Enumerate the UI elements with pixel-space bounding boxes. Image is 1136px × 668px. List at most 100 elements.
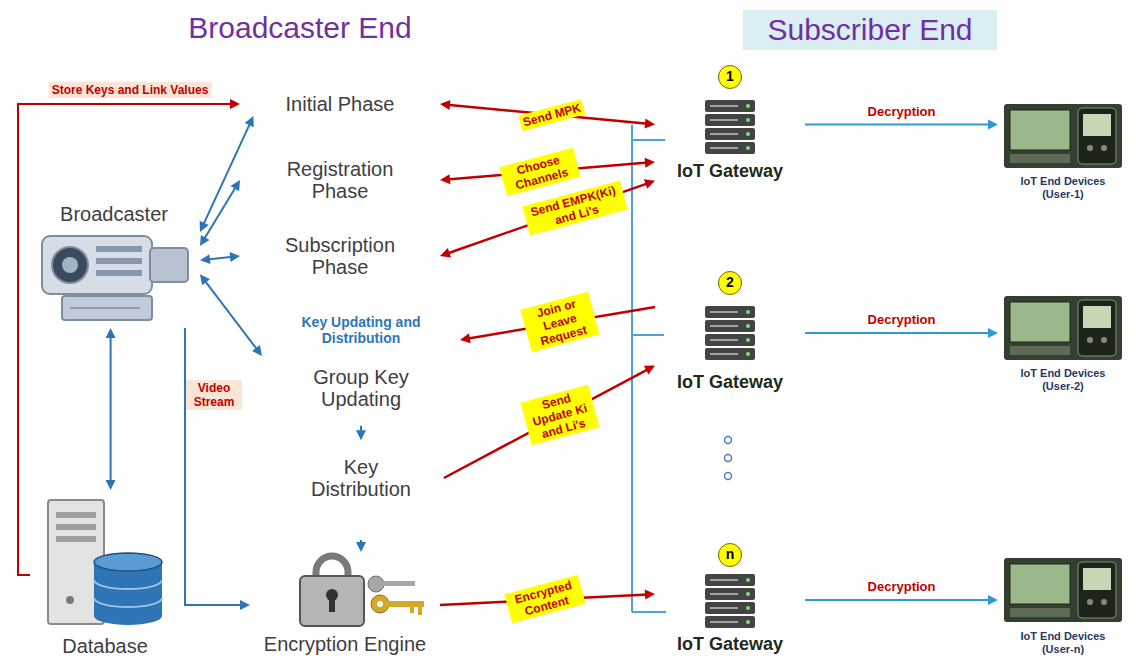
server-rack — [746, 338, 750, 342]
arrow-head — [200, 235, 209, 246]
database-picture — [94, 607, 162, 625]
panel-title: Broadcaster End — [188, 10, 411, 46]
engine-node: Encryption Engine — [250, 552, 440, 658]
ellipse-shape — [242, 224, 439, 289]
edge-label: Send Update Ki and Li's — [520, 385, 599, 446]
broadcaster-picture — [70, 307, 140, 309]
server-rack — [746, 324, 750, 328]
process-ellipse: Group Key Updating — [278, 350, 444, 426]
device-picture — [1004, 104, 1122, 168]
label-holder: Video Stream — [186, 380, 242, 410]
device-picture — [1078, 108, 1116, 164]
server-rack — [746, 132, 750, 136]
broadcaster-picture — [96, 270, 142, 276]
server-rack — [705, 306, 755, 360]
connector — [18, 99, 240, 575]
phase-ellipse: Initial Phase — [240, 80, 440, 128]
broadcaster-picture — [62, 296, 152, 320]
server-rack — [710, 311, 738, 313]
server-rack — [705, 100, 755, 112]
label-holder: Decryption — [865, 103, 939, 121]
device-picture — [1010, 346, 1070, 355]
server-rack — [705, 588, 755, 600]
gateway-bus — [632, 334, 664, 336]
lock-picture — [300, 556, 424, 626]
device-picture — [1010, 564, 1070, 604]
server-rack — [710, 621, 738, 623]
label-holder: Encrypted Content — [504, 575, 585, 624]
group-box: Key Updating and DistributionGroup Key U… — [262, 310, 460, 540]
gateway-bus — [632, 139, 665, 141]
connector — [200, 252, 240, 264]
callout-number: 1 — [718, 65, 742, 89]
connector — [440, 179, 655, 257]
server-rack — [705, 114, 755, 126]
device-picture — [1083, 306, 1111, 328]
server-rack — [746, 146, 750, 150]
cloud-shape — [660, 563, 802, 657]
lock-picture — [388, 601, 424, 607]
device-label: IoT End Devices (User-2) — [1013, 367, 1113, 393]
gateway-node: 1IoT Gateway — [655, 62, 805, 187]
database-picture — [56, 536, 96, 542]
arrow-head — [106, 480, 116, 490]
arrow-head — [645, 590, 655, 600]
phase-label: Group Key Updating — [301, 366, 421, 410]
database-picture — [56, 524, 96, 530]
arrow-head — [356, 430, 366, 440]
gateway-bus — [725, 473, 732, 480]
broadcaster-picture — [52, 247, 88, 283]
broadcaster-picture — [42, 236, 188, 320]
server-rack — [710, 119, 738, 121]
server-rack — [710, 593, 738, 595]
arrow-head — [440, 100, 450, 110]
device-picture — [1004, 558, 1122, 622]
device-label: IoT End Devices (User-n) — [1013, 630, 1113, 656]
icon-label: Broadcaster — [60, 202, 168, 226]
arrow-head — [200, 254, 210, 264]
broadcaster-picture — [62, 257, 78, 273]
edge-label: Send EMPK(Ki) and Li's — [522, 180, 627, 235]
device-picture — [1078, 300, 1116, 356]
connector-line — [203, 122, 251, 225]
connector-line — [204, 186, 237, 240]
device-picture — [1087, 599, 1093, 605]
lock-picture — [300, 576, 364, 626]
label-holder: Join or Leave Request — [520, 292, 599, 353]
lock-picture — [368, 576, 384, 592]
device-picture — [1010, 302, 1070, 342]
callout-number: n — [718, 543, 742, 567]
connector — [805, 328, 998, 338]
connector — [200, 180, 240, 246]
arrow-head — [356, 542, 366, 552]
edge-label: Encrypted Content — [504, 575, 585, 624]
server-rack — [746, 620, 750, 624]
edge-label: Choose Channels — [499, 148, 580, 197]
arrow-head — [644, 366, 655, 375]
phase-ellipse: Registration Phase — [240, 146, 440, 214]
ellipse-shape — [280, 352, 443, 425]
device-picture — [1010, 608, 1070, 617]
device-picture — [1087, 145, 1093, 151]
edge-label: Send MPK — [518, 99, 585, 131]
connector-line — [204, 280, 258, 351]
ellipse-shape — [242, 148, 439, 213]
edge-label: Video Stream — [186, 380, 242, 410]
broadcaster-picture — [150, 248, 188, 282]
label-holder: Send MPK — [518, 99, 585, 131]
server-rack — [746, 352, 750, 356]
gateway-bus — [725, 437, 732, 444]
arrow-head — [230, 252, 240, 262]
connector — [444, 366, 655, 479]
arrow-head — [200, 221, 209, 232]
connector-line — [207, 257, 233, 260]
arrow-head — [200, 274, 210, 285]
gateway-bus — [632, 125, 732, 612]
arrow-head — [252, 345, 262, 356]
arrow-head — [988, 595, 998, 605]
device-node: IoT End Devices (User-2) — [998, 290, 1128, 395]
server-rack — [710, 339, 738, 341]
connector — [185, 328, 250, 610]
device-picture — [1004, 558, 1122, 622]
